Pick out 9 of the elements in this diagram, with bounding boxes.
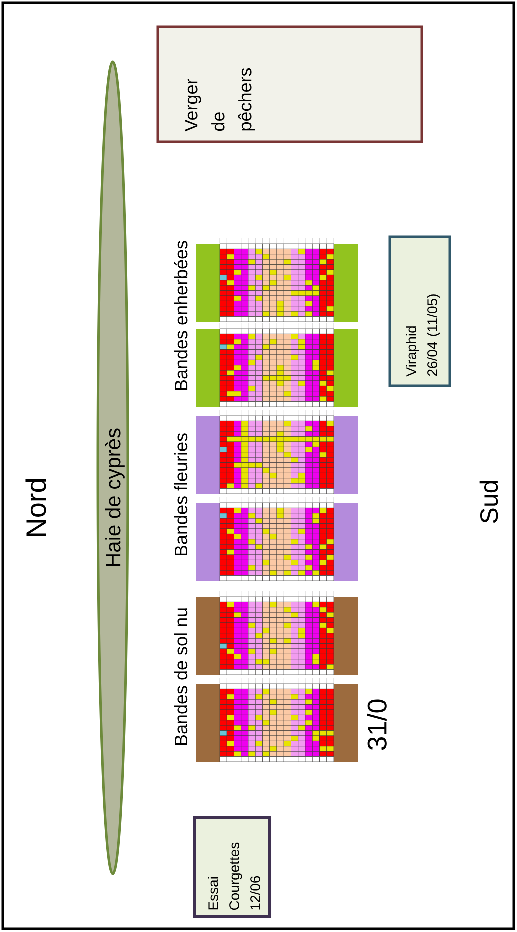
date-label: 31/0 — [367, 700, 387, 750]
text-box: Essai Courgettes 12/06 — [194, 816, 272, 918]
text-box: Viraphid 26/04 (11/05) — [388, 236, 452, 388]
text-box: Verger de pêchers — [156, 26, 424, 144]
band-label: Bandes de sol nu — [174, 608, 188, 746]
direction-label: Nord — [26, 479, 46, 536]
band-label: Bandes enherbées — [174, 241, 188, 390]
band-label: Bandes fleuries — [174, 434, 188, 556]
direction-label: Sud — [480, 481, 498, 524]
